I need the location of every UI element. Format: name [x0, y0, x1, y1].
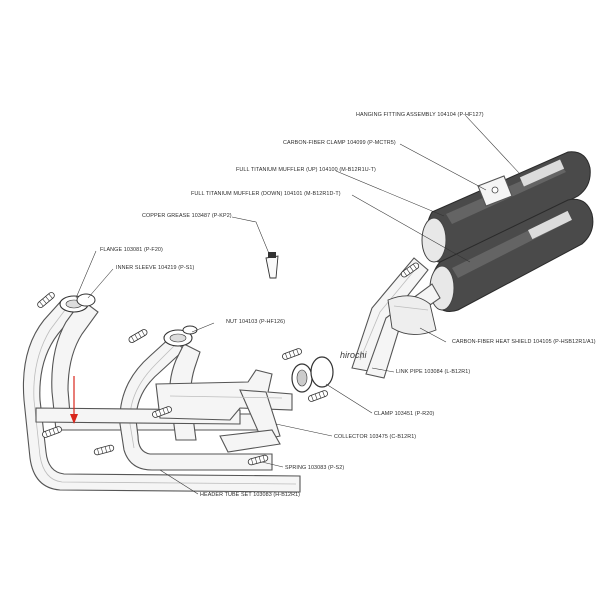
carbon-fiber-heat-shield — [387, 295, 437, 335]
label-clamp: CLAMP 103451 (P-R20) — [374, 411, 434, 417]
leader-lines — [75, 115, 521, 495]
label-inner-sleeve: INNER SLEEVE 104219 (P-S1) — [116, 265, 195, 271]
label-carbon-clamp: CARBON-FIBER CLAMP 104099 (P-MCTR5) — [283, 140, 396, 146]
label-heat-shield: CARBON-FIBER HEAT SHIELD 104105 (P-HSB12… — [452, 339, 596, 345]
inner-sleeve — [76, 293, 96, 307]
label-muffler-down: FULL TITANIUM MUFFLER (DOWN) 104101 (M-B… — [191, 191, 341, 197]
label-flange: FLANGE 103081 (P-F20) — [100, 247, 163, 253]
springs — [37, 262, 420, 466]
pointer-arrow — [70, 376, 78, 424]
watermark: hirochi — [340, 350, 368, 360]
label-collector: COLLECTOR 103475 (C-B12R1) — [334, 434, 416, 440]
copper-grease-tube — [265, 252, 279, 279]
label-link-pipe: LINK PIPE 103084 (L-B12R1) — [396, 369, 470, 375]
label-copper-grease: COPPER GREASE 103487 (P-KP2) — [142, 213, 232, 219]
label-hanging-fitting: HANGING FITTING ASSEMBLY 104104 (P-HF127… — [356, 112, 484, 118]
hanging-fitting-assembly — [477, 175, 513, 207]
collector — [155, 369, 293, 453]
nut — [182, 325, 198, 335]
label-spring: SPRING 103083 (P-S2) — [285, 465, 344, 471]
label-header-tube: HEADER TUBE SET 103083 (H-B12R1) — [200, 492, 300, 498]
clamp — [291, 356, 334, 393]
label-muffler-up: FULL TITANIUM MUFFLER (UP) 104100 (M-B12… — [236, 167, 376, 173]
label-nut: NUT 104103 (P-HF126) — [226, 319, 285, 325]
